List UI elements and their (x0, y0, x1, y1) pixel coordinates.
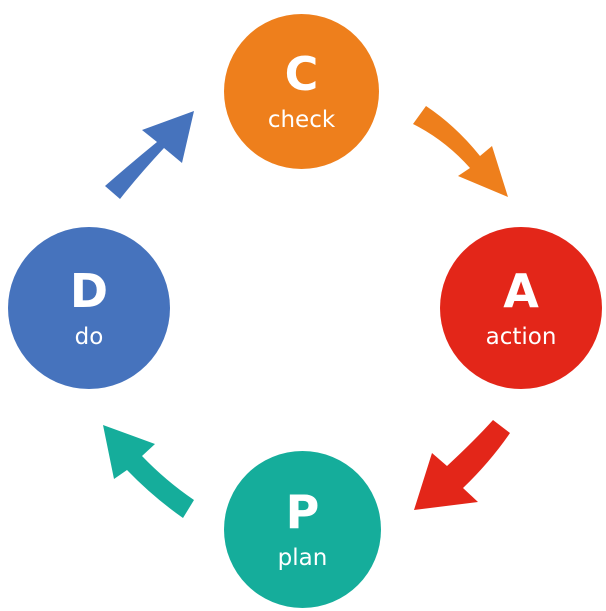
arrow-plan-to-do (103, 425, 194, 518)
action-node: A action (440, 227, 602, 389)
plan-node: P plan (224, 451, 381, 608)
arrow-action-to-plan (414, 420, 510, 510)
arrow-check-to-action (413, 106, 508, 197)
action-label: action (485, 323, 557, 350)
check-label: check (267, 107, 336, 133)
arrow-do-to-check (105, 111, 194, 199)
check-node: C check (224, 14, 379, 169)
do-label: do (74, 323, 104, 350)
check-letter: C (284, 47, 319, 101)
action-letter: A (503, 263, 539, 318)
plan-label: plan (277, 545, 328, 571)
do-letter: D (69, 263, 109, 318)
do-node: D do (8, 227, 170, 389)
plan-letter: P (285, 485, 320, 539)
